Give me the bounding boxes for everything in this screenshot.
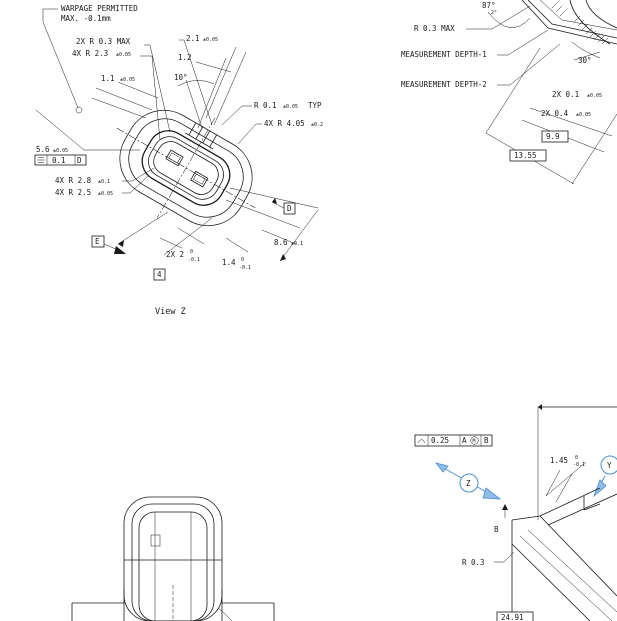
svg-text:E: E	[95, 237, 100, 246]
dim-1-4-tol-lo: -0.1	[239, 265, 251, 271]
dim-r01-tol: ±0.05	[283, 104, 298, 110]
dim-5-6: 5.6	[36, 145, 50, 154]
dim-8-6-tol: ±0.1	[291, 241, 303, 247]
svg-text:D: D	[287, 204, 292, 213]
fcf-datum-a: A	[462, 436, 467, 445]
dim-1-4-tol-hi: 0	[241, 257, 244, 263]
dim-1-45-tol-lo: -0.1	[573, 462, 585, 468]
dim-87-deg-tol: .2°	[488, 10, 497, 16]
note-balloon-4: 4	[153, 268, 166, 281]
view-z: WARPAGE PERMITTED MAX. -0.1mm	[34, 4, 323, 317]
dim-1-2: 1.2	[178, 53, 192, 62]
dim-r03-max-tr: R 0.3 MAX	[414, 24, 455, 33]
fcf-datum-b: B	[484, 436, 489, 445]
fcf-profile-surface: 0.25 A M B	[414, 434, 493, 447]
dim-2x-0-4-tol: ±0.05	[576, 112, 591, 118]
dim-2-1-tol: ±0.05	[203, 37, 218, 43]
fcf-profile-tolerance: 0.25	[431, 436, 449, 445]
fcf-symmetry-datum: D	[77, 156, 82, 165]
basic-dim-24-91: 24.91	[496, 611, 534, 621]
dim-r25-tol: ±0.05	[98, 191, 113, 197]
dim-1-45: 1.45	[550, 456, 568, 465]
view-y-arrow-label: Y	[607, 461, 612, 470]
view-z-caption: View Z	[155, 307, 186, 317]
dim-10-deg: 10°	[174, 73, 188, 82]
dim-1-1-tol: ±0.05	[120, 77, 135, 83]
dim-r28-tol: ±0.1	[98, 179, 110, 185]
view-z-arrow-label: Z	[466, 479, 471, 488]
view-z-leaders	[35, 39, 319, 262]
svg-text:13.55: 13.55	[514, 151, 537, 160]
svg-text:9.9: 9.9	[546, 132, 560, 141]
dim-r01: R 0.1	[254, 101, 277, 110]
warpage-note-line1: WARPAGE PERMITTED	[61, 4, 138, 13]
connector-face	[116, 109, 256, 227]
dim-r405-tol: ±0.2	[311, 122, 323, 128]
datum-d: D	[283, 202, 296, 215]
svg-text:4: 4	[157, 270, 162, 279]
dim-87-deg: 87°	[482, 1, 496, 10]
dim-2x-0-1-tol: ±0.05	[587, 93, 602, 99]
fcf-symmetry-tolerance: 0.1	[52, 156, 66, 165]
dim-5-6-tol: ±0.05	[53, 148, 68, 154]
note-measurement-depth-1: MEASUREMENT DEPTH-1	[401, 50, 487, 59]
svg-text:24.91: 24.91	[501, 613, 524, 621]
datum-e: E	[91, 235, 105, 248]
fcf-symmetry: 0.1 D	[34, 154, 87, 166]
dim-r01-typ: TYP	[308, 101, 322, 110]
dim-1-1: 1.1	[101, 74, 115, 83]
fcf-mmc-modifier: M	[473, 439, 476, 445]
dim-2x2-tol-lo: -0.1	[188, 257, 200, 263]
dim-1-4: 1.4	[222, 258, 236, 267]
dim-2x2: 2X 2	[166, 250, 184, 259]
dim-r405: 4X R 4.05	[264, 119, 305, 128]
dim-r0-3: R 0.3	[462, 558, 485, 567]
terminal-1	[165, 149, 184, 167]
terminal-2	[190, 170, 209, 188]
view-z-arrow: Z	[434, 462, 502, 500]
dim-r23: 4X R 2.3	[72, 49, 108, 58]
bottom-right-view: 0.25 A M B Z Y	[414, 404, 617, 621]
dim-2-1: 2.1	[186, 34, 200, 43]
dim-2x2-tol-hi: 0	[190, 249, 193, 255]
dim-r28: 4X R 2.8	[55, 176, 92, 185]
dim-r25: 4X R 2.5	[55, 188, 91, 197]
dim-30-deg: 30°	[578, 56, 592, 65]
warpage-note-line2: MAX. -0.1mm	[61, 14, 111, 23]
warpage-note: WARPAGE PERMITTED MAX. -0.1mm	[42, 4, 138, 114]
dim-r23-tol: ±0.05	[116, 52, 131, 58]
basic-dim-9-9: 9.9	[541, 130, 569, 143]
datum-b-marker: B	[494, 504, 508, 534]
note-measurement-depth-2: MEASUREMENT DEPTH-2	[401, 80, 487, 89]
basic-dim-13-55: 13.55	[509, 149, 547, 162]
dim-2x-0-4: 2X 0.4	[541, 109, 569, 118]
svg-text:B: B	[494, 525, 499, 534]
dim-r03-max: 2X R 0.3 MAX	[76, 37, 131, 46]
bottom-left-view	[71, 496, 275, 621]
view-y-arrow: Y	[593, 455, 617, 498]
knurl-hatch	[551, 1, 609, 45]
dim-1-45-tol-hi: 0	[575, 455, 578, 461]
top-right-section: 87° .2° R 0.3 MAX MEASUREMENT DEPTH-1 ME…	[401, 0, 617, 185]
dim-2x-0-1: 2X 0.1	[552, 90, 579, 99]
dim-8-6: 8.6	[274, 238, 288, 247]
